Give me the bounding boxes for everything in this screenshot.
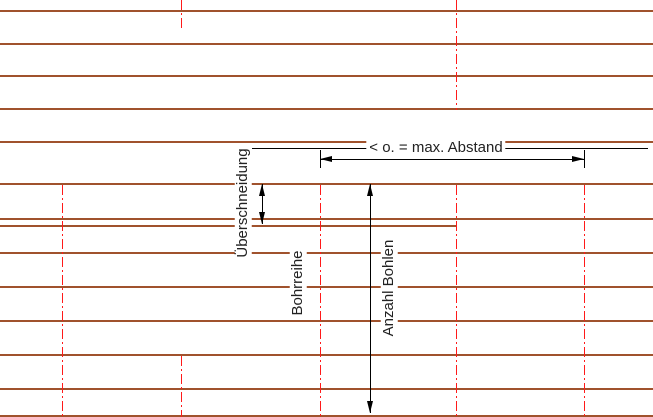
label-overlap: Überschneidung: [234, 145, 252, 261]
plank-line: [0, 354, 653, 356]
plank-line: [0, 108, 653, 110]
plank-line: [0, 286, 653, 288]
drill-row-centerline: [181, 0, 183, 29]
annotation-leader-line: [252, 148, 436, 149]
plank-line: [0, 75, 653, 77]
label-plank-count: Anzahl Bohlen: [380, 236, 398, 340]
plank-count-dimension-arrowhead-down: [367, 401, 373, 413]
max-spacing-extension-tick: [320, 150, 321, 168]
drill-row-centerline: [456, 185, 458, 417]
plank-line: [0, 141, 653, 143]
max-spacing-arrowhead-left: [320, 156, 332, 162]
overlap-dimension-arrowhead-down: [259, 212, 265, 224]
drill-row-centerline: [456, 0, 458, 110]
drill-row-centerline: [584, 185, 586, 417]
plank-line: [0, 320, 653, 322]
max-spacing-extension-tick: [584, 150, 585, 168]
label-max-spacing: < o. = max. Abstand: [366, 139, 506, 157]
plank-line: [0, 225, 456, 227]
plank-line: [0, 388, 653, 390]
label-drill-row: Bohrreihe: [289, 247, 307, 319]
drill-row-centerline: [62, 185, 64, 417]
plank-line: [0, 10, 653, 12]
overlap-dimension-line: [262, 184, 263, 224]
drill-row-centerline: [181, 356, 183, 417]
plank-count-dimension-line: [370, 184, 371, 413]
plank-line: [0, 415, 653, 417]
max-spacing-dimension-line: [320, 159, 584, 160]
plank-line: [0, 252, 653, 254]
plank-line: [0, 43, 653, 45]
max-spacing-arrowhead-right: [572, 156, 584, 162]
plank-count-dimension-arrowhead-up: [367, 184, 373, 196]
annotation-leader-line: [436, 148, 648, 149]
drill-row-centerline: [320, 185, 322, 417]
plank-line: [0, 218, 653, 220]
overlap-dimension-arrowhead-up: [259, 184, 265, 196]
plank-line: [0, 183, 653, 185]
